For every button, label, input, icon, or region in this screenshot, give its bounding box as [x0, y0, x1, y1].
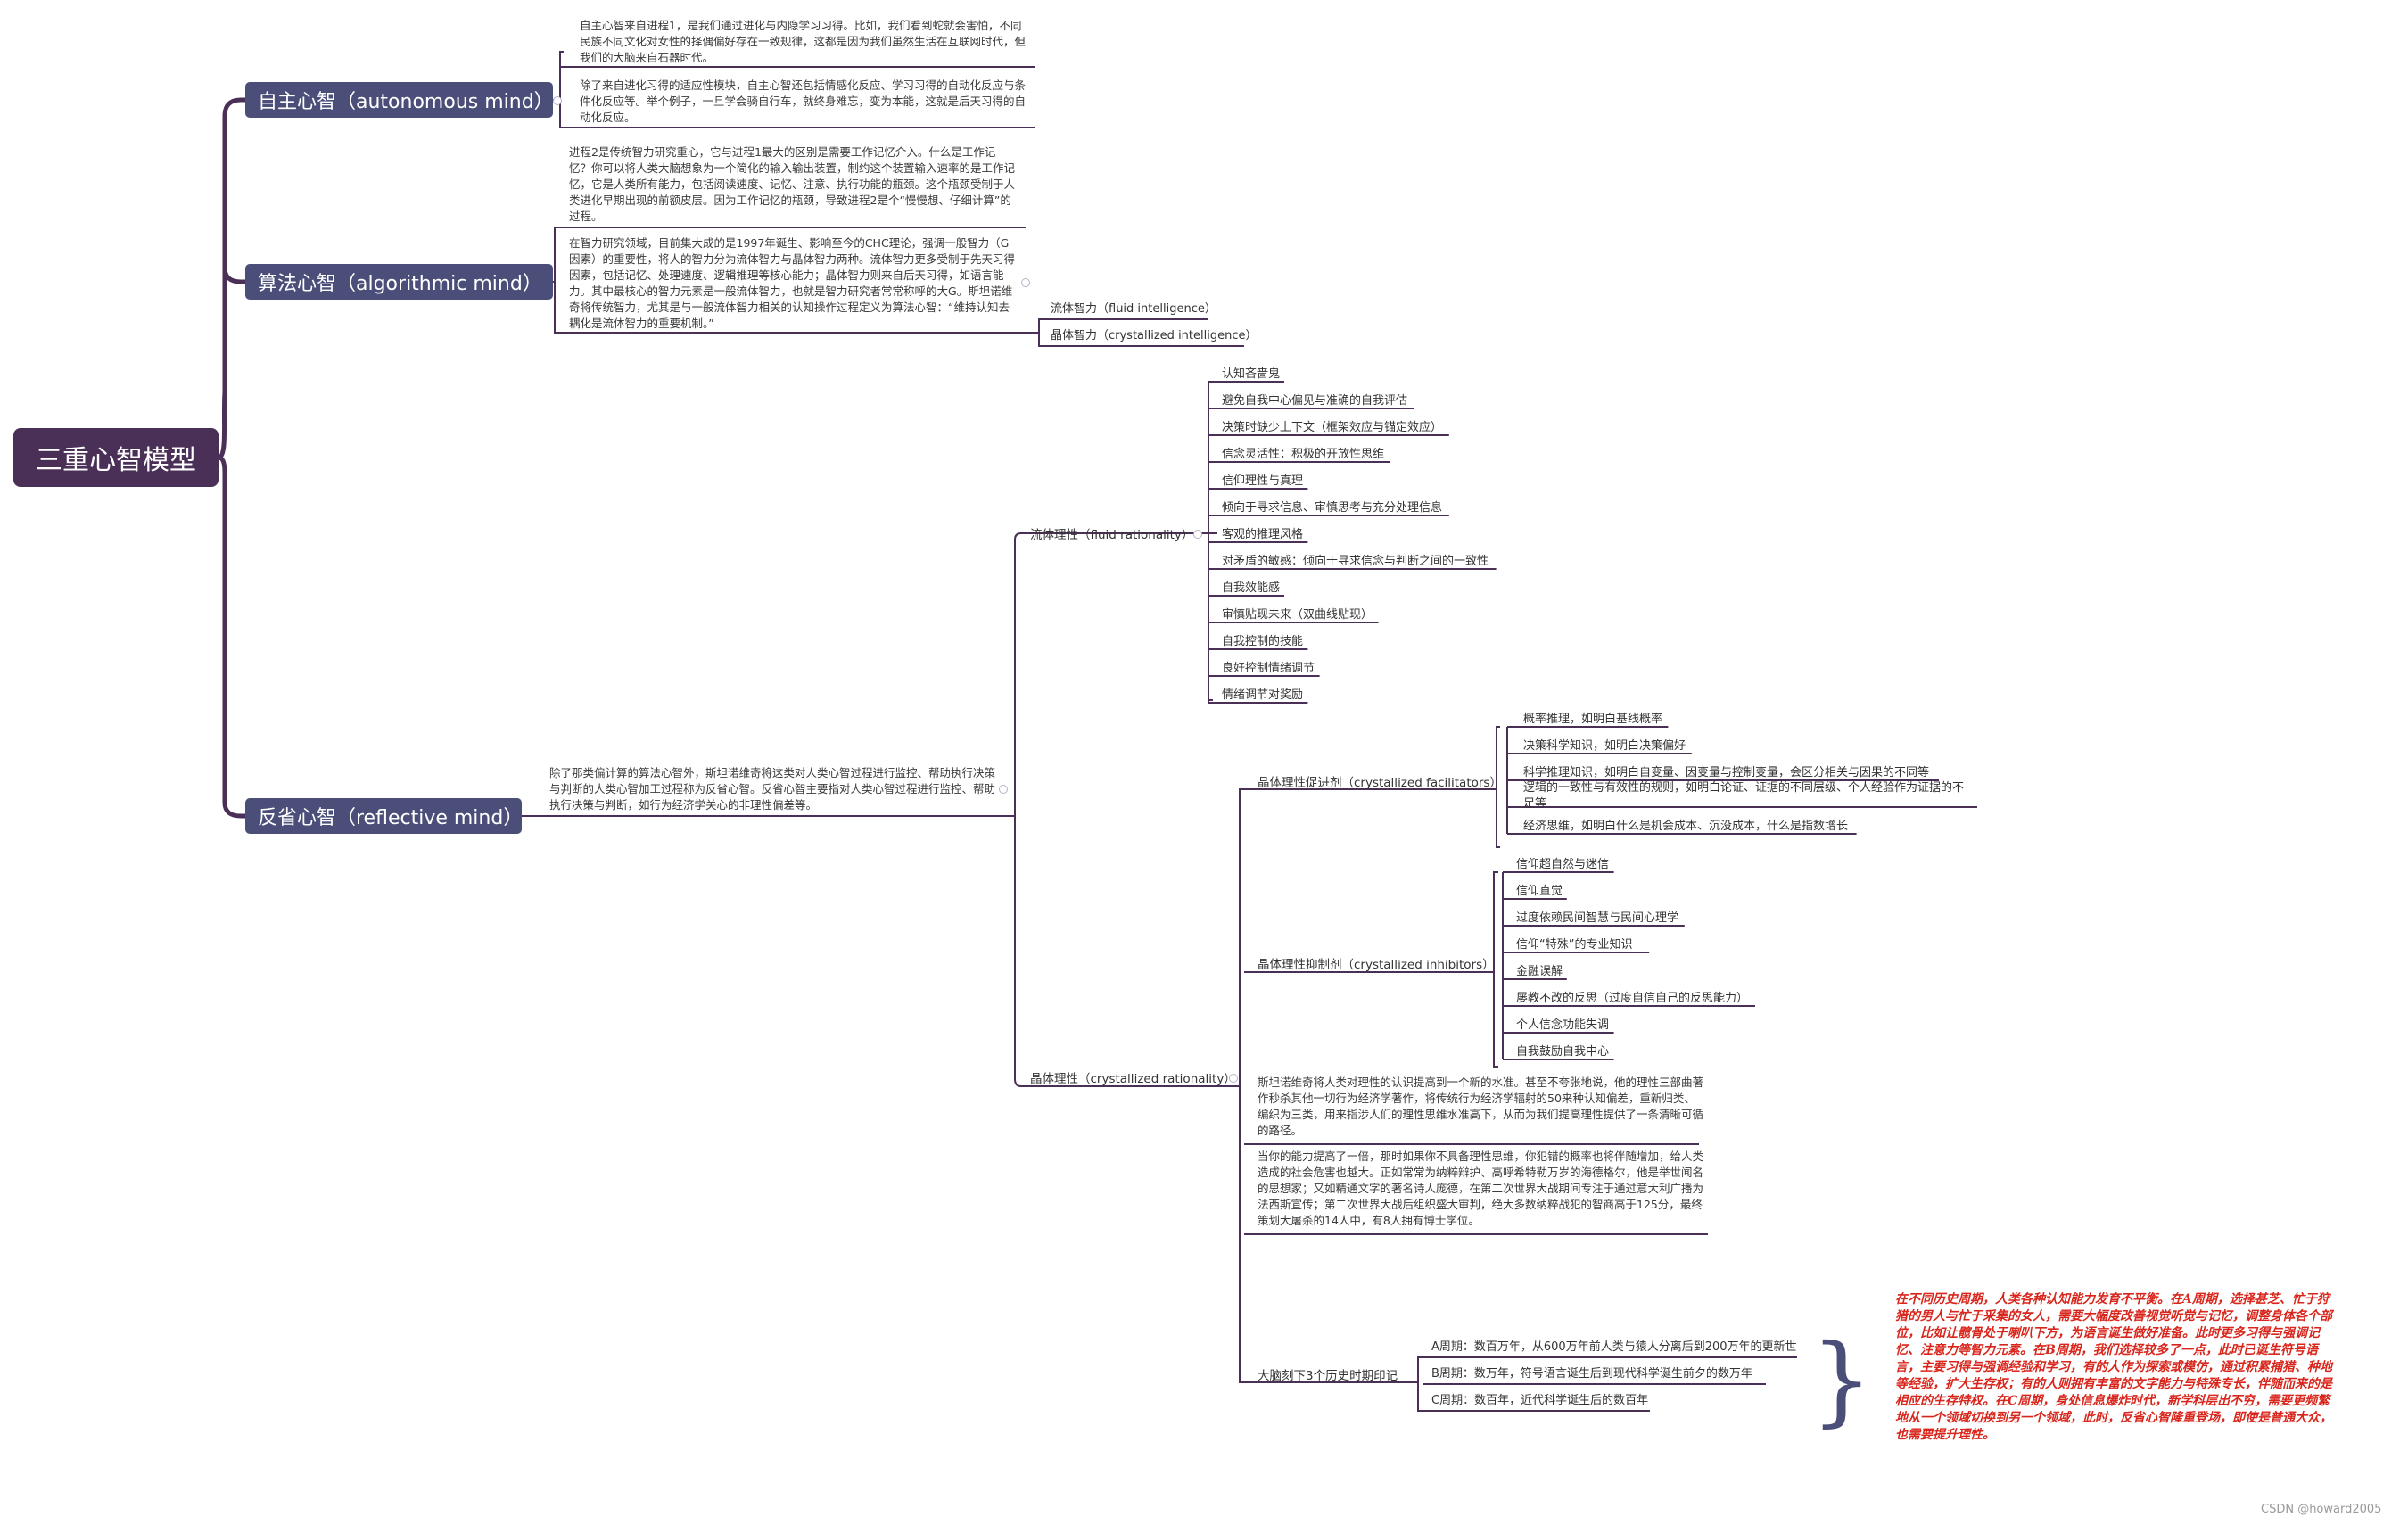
fluid-rationality-item[interactable]: 认知吝啬鬼	[1222, 367, 1281, 381]
history-periods-label[interactable]: 大脑刻下3个历史时期印记	[1258, 1369, 1398, 1383]
fluid-rationality-item[interactable]: 决策时缺少上下文（框架效应与锚定效应）	[1222, 421, 1443, 434]
node-reflective-mind[interactable]: 反省心智（reflective mind）	[245, 798, 523, 834]
crystallized-rationality-label[interactable]: 晶体理性（crystallized rationality）	[1030, 1072, 1236, 1086]
facilitator-item[interactable]: 决策科学知识，如明白决策偏好	[1523, 739, 1686, 753]
history-period-a[interactable]: A周期：数百万年，从600万年前人类与猿人分离后到200万年的更新世	[1431, 1340, 1797, 1354]
fluid-rationality-item[interactable]: 客观的推理风格	[1222, 528, 1304, 541]
crystallized-intelligence[interactable]: 晶体智力（crystallized intelligence）	[1051, 329, 1258, 342]
root-node[interactable]: 三重心智模型	[13, 428, 219, 487]
algorithmic-para-1: 进程2是传统智力研究重心，它与进程1最大的区别是需要工作记忆介入。什么是工作记忆…	[569, 145, 1016, 223]
collapse-toggle-crystallized-rationality[interactable]	[1229, 1074, 1238, 1083]
fluid-rationality-item[interactable]: 自我控制的技能	[1222, 635, 1304, 648]
fluid-rationality-label[interactable]: 流体理性（fluid rationality）	[1030, 528, 1194, 542]
fluid-rationality-item[interactable]: 情绪调节对奖励	[1222, 688, 1304, 702]
facilitator-item[interactable]: 科学推理知识，如明白自变量、因变量与控制变量，会区分相关与因果的不同等	[1523, 766, 1930, 779]
crystallized-para-1: 斯坦诺维奇将人类对理性的认识提高到一个新的水准。甚至不夸张地说，他的理性三部曲著…	[1258, 1076, 1704, 1137]
fluid-rationality-item[interactable]: 审慎贴现未来（双曲线贴现）	[1222, 608, 1373, 622]
inhibitor-item[interactable]: 个人信念功能失调	[1516, 1018, 1610, 1032]
reflective-description: 除了那类偏计算的算法心智外，斯坦诺维奇将这类对人类心智过程进行监控、帮助执行决策…	[549, 766, 996, 812]
crystallized-para-2: 当你的能力提高了一倍，那时如果你不具备理性思维，你犯错的概率也将伴随增加，给人类…	[1258, 1150, 1704, 1227]
inhibitor-item[interactable]: 金融误解	[1516, 965, 1563, 978]
summary-note: 在不同历史周期，人类各种认知能力发育不平衡。在A周期，选择甚芝、忙于狩猎的男人与…	[1895, 1292, 2332, 1442]
history-period-c[interactable]: C周期：数百年，近代科学诞生后的数百年	[1431, 1394, 1649, 1407]
inhibitor-item[interactable]: 自我鼓励自我中心	[1516, 1045, 1610, 1059]
fluid-rationality-item[interactable]: 信念灵活性：积极的开放性思维	[1222, 448, 1385, 461]
crystallized-facilitators-label[interactable]: 晶体理性促进剂（crystallized facilitators）	[1258, 776, 1502, 790]
collapse-toggle-algorithmic[interactable]	[1021, 278, 1030, 287]
facilitator-item[interactable]: 经济思维，如明白什么是机会成本、沉没成本，什么是指数增长	[1523, 820, 1849, 833]
facilitator-item[interactable]: 逻辑的一致性与有效性的规则，如明白论证、证据的不同层级、个人经验作为证据的不足等	[1523, 781, 1965, 811]
fluid-rationality-item[interactable]: 倾向于寻求信息、审慎思考与充分处理信息	[1222, 501, 1443, 515]
fluid-rationality-item[interactable]: 信仰理性与真理	[1222, 474, 1304, 488]
inhibitor-item[interactable]: 信仰直觉	[1516, 885, 1563, 898]
algorithmic-para-2: 在智力研究领域，目前集大成的是1997年诞生、影响至今的CHC理论，强调一般智力…	[569, 236, 1016, 330]
collapse-toggle-reflective[interactable]	[999, 785, 1008, 794]
fluid-rationality-item[interactable]: 对矛盾的敏感：倾向于寻求信念与判断之间的一致性	[1222, 555, 1489, 568]
collapse-toggle-autonomous[interactable]	[553, 96, 562, 105]
summary-brace: }	[1810, 1323, 1873, 1437]
collapse-toggle-fluid-rationality[interactable]	[1193, 530, 1202, 539]
inhibitor-item[interactable]: 过度依赖民间智慧与民间心理学	[1516, 911, 1679, 925]
node-autonomous-mind[interactable]: 自主心智（autonomous mind）	[245, 82, 554, 118]
fluid-rationality-item[interactable]: 良好控制情绪调节	[1222, 662, 1315, 675]
autonomous-para-1: 自主心智来自进程1，是我们通过进化与内隐学习习得。比如，我们看到蛇就会害怕，不同…	[580, 19, 1027, 64]
inhibitor-item[interactable]: 信仰超自然与迷信	[1516, 858, 1610, 871]
fluid-rationality-item[interactable]: 避免自我中心偏见与准确的自我评估	[1222, 394, 1408, 408]
autonomous-para-2: 除了来自进化习得的适应性模块，自主心智还包括情感化反应、学习习得的自动化反应与条…	[580, 78, 1027, 124]
watermark: CSDN @howard2005	[2261, 1503, 2382, 1516]
inhibitor-item[interactable]: 信仰“特殊”的专业知识	[1516, 938, 1633, 952]
fluid-rationality-item[interactable]: 自我效能感	[1222, 581, 1281, 595]
crystallized-inhibitors-label[interactable]: 晶体理性抑制剂（crystallized inhibitors）	[1258, 958, 1495, 972]
facilitator-item[interactable]: 概率推理，如明白基线概率	[1523, 713, 1663, 726]
history-period-b[interactable]: B周期：数万年，符号语言诞生后到现代科学诞生前夕的数万年	[1431, 1367, 1752, 1381]
inhibitor-item[interactable]: 屡教不改的反思（过度自信自己的反思能力）	[1516, 992, 1749, 1005]
node-algorithmic-mind[interactable]: 算法心智（algorithmic mind）	[245, 264, 553, 300]
fluid-intelligence[interactable]: 流体智力（fluid intelligence）	[1051, 302, 1216, 316]
